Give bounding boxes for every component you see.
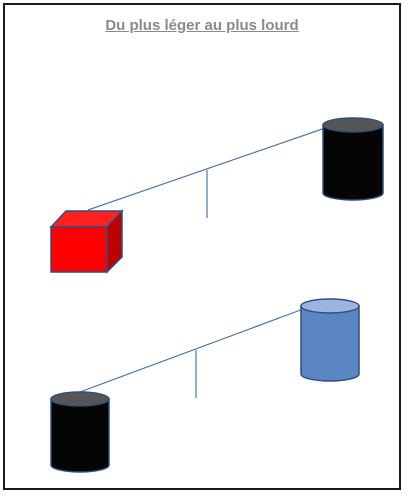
red-cube bbox=[51, 211, 122, 272]
balance-bottom bbox=[51, 299, 359, 472]
black-cylinder-heavy-top bbox=[323, 118, 383, 200]
blue-cylinder bbox=[301, 299, 359, 381]
balance-top-beam bbox=[88, 127, 328, 210]
black-cylinder-bottom bbox=[51, 392, 109, 472]
balance-bottom-beam bbox=[80, 308, 306, 392]
balance-top bbox=[51, 118, 383, 272]
